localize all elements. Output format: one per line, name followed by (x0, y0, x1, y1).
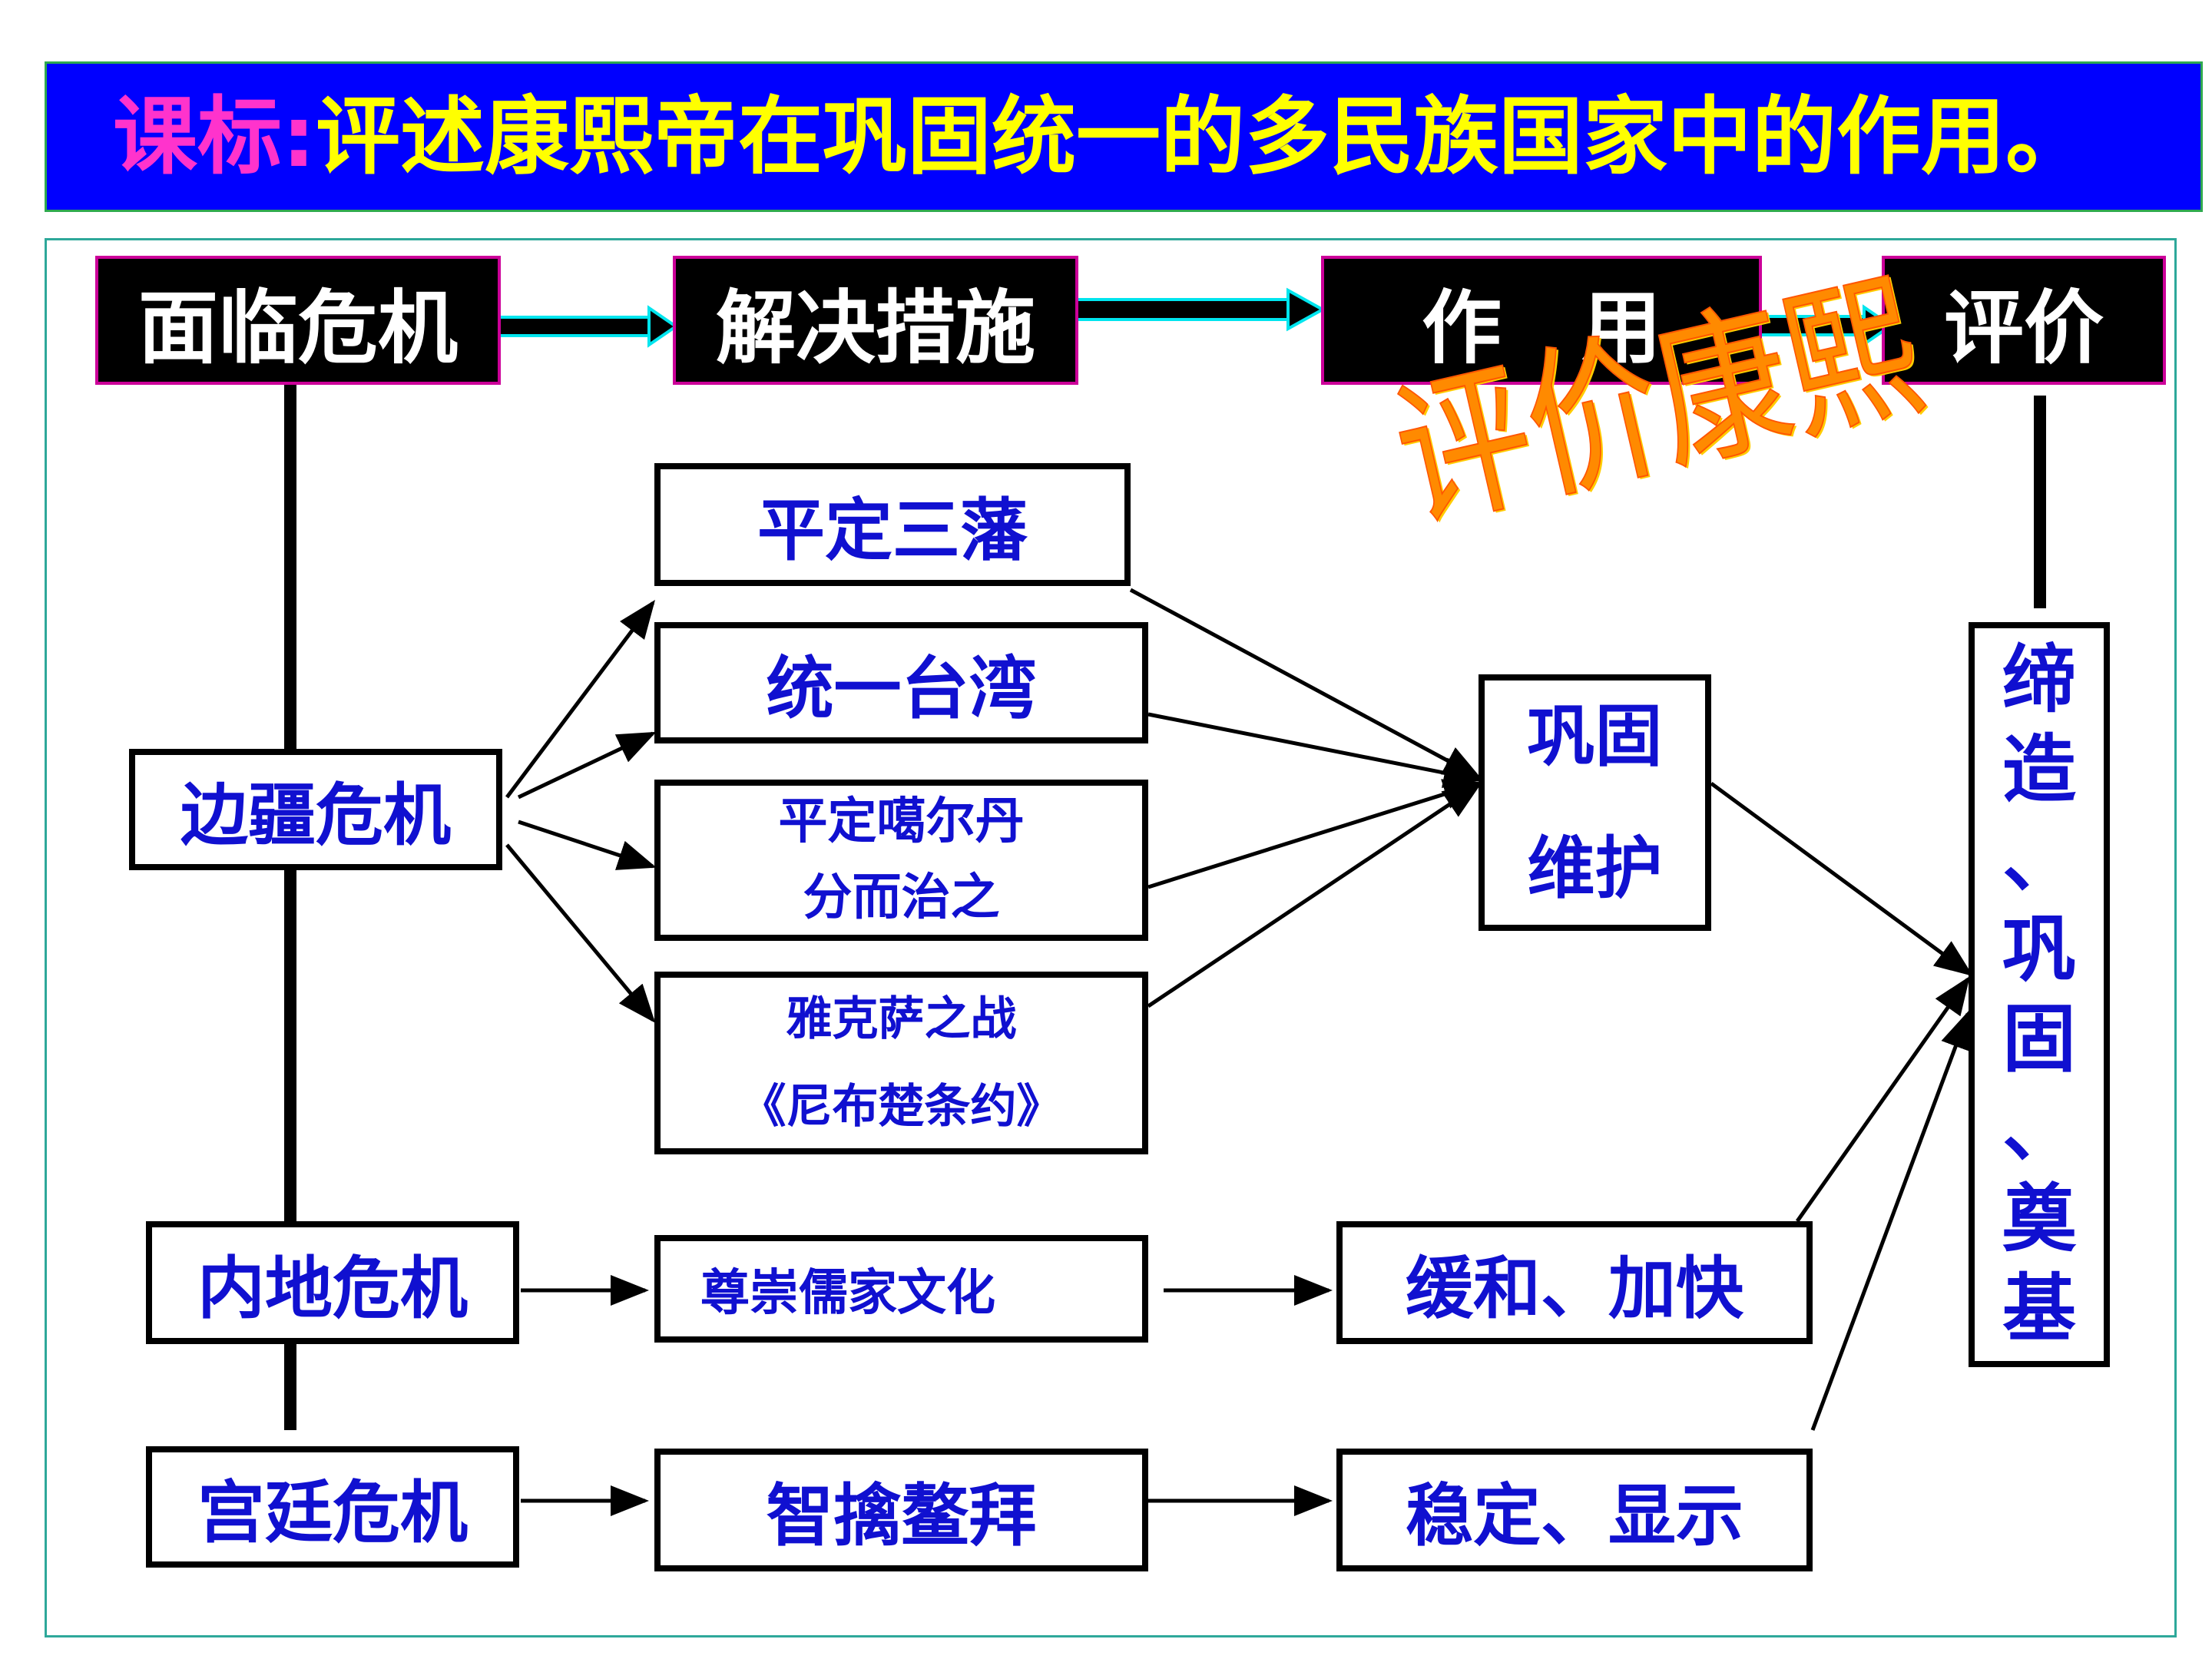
measure-taiwan: 统一台湾 (654, 622, 1148, 743)
header-arrow-1 (498, 305, 679, 348)
arrow-sanfan-to-consolidate (1129, 588, 1482, 780)
header-crisis: 面临危机 (95, 256, 501, 385)
header-effect: 作 用 (1321, 256, 1762, 385)
measure-galdan-line-2: 分而治之 (803, 869, 1000, 926)
measure-yaksa-line-2: 《尼布楚条约》 (740, 1080, 1063, 1134)
arrow-galdan-to-consolidate (1147, 779, 1482, 889)
arrow-ease-to-evaluation (1795, 975, 1970, 1223)
title-label: 课标: (113, 88, 316, 186)
arrow-consolidate-to-evaluation (1710, 781, 1974, 976)
crisis-inland: 内地危机 (146, 1221, 519, 1344)
title-bar: 课标: 评述康熙帝在巩固统一的多民族国家中的作用。 (45, 61, 2203, 212)
arrow-frontier-to-yaksa (505, 843, 656, 1023)
header-measures: 解决措施 (673, 256, 1078, 385)
effect-stabilize: 稳定、显示 (1336, 1449, 1813, 1571)
evaluation-box: 缔 造 、 巩 固 、 奠 基 (1969, 622, 2110, 1367)
arrow-frontier-to-sanfan (505, 600, 656, 799)
effect-consolidate-line-2: 维护 (1527, 829, 1663, 908)
evaluation-char-1: 缔 (2002, 636, 2076, 723)
header-arrow-2 (1075, 287, 1326, 332)
arrow-frontier-to-taiwan (517, 731, 657, 800)
evaluation-char-6: 、 (2002, 1086, 2076, 1173)
measure-confucian: 尊崇儒家文化 (654, 1235, 1148, 1343)
measure-galdan-line-1: 平定噶尔丹 (778, 793, 1025, 850)
measure-oboi: 智擒鳌拜 (654, 1449, 1148, 1571)
arrow-yaksa-to-consolidate (1147, 783, 1482, 1008)
header-evaluation: 评价 (1882, 256, 2166, 385)
evaluation-char-4: 巩 (2002, 906, 2076, 992)
crisis-frontier: 边疆危机 (129, 749, 502, 870)
evaluation-char-2: 造 (2002, 726, 2076, 813)
evaluation-char-7: 奠 (2002, 1176, 2076, 1263)
effect-consolidate-line-1: 巩固 (1527, 697, 1663, 777)
evaluation-char-3: 、 (2002, 816, 2076, 902)
measure-galdan: 平定噶尔丹 分而治之 (654, 780, 1148, 941)
arrow-frontier-to-galdan (518, 820, 657, 870)
effect-consolidate: 巩固 维护 (1479, 674, 1711, 931)
effect-ease: 缓和、加快 (1336, 1221, 1813, 1344)
crisis-court: 宫廷危机 (146, 1446, 519, 1568)
measure-sanfan: 平定三藩 (654, 463, 1131, 586)
measure-yaksa: 雅克萨之战 《尼布楚条约》 (654, 972, 1148, 1154)
measure-yaksa-line-1: 雅克萨之战 (786, 992, 1017, 1046)
diagram-panel (45, 238, 2177, 1637)
title-text: 评述康熙帝在巩固统一的多民族国家中的作用。 (316, 88, 2090, 186)
evaluation-char-8: 基 (2002, 1266, 2076, 1353)
evaluation-char-5: 固 (2002, 996, 2076, 1082)
arrow-taiwan-to-consolidate (1147, 712, 1482, 788)
arrow-stabilize-to-evaluation (1810, 1010, 1971, 1431)
